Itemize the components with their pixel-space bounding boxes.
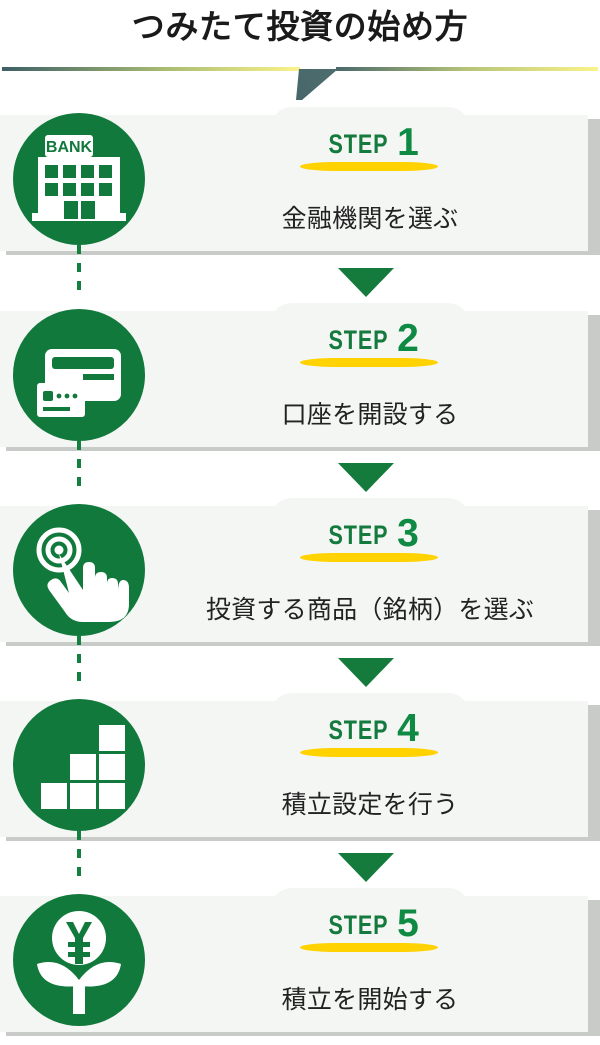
step-word: STEP bbox=[328, 520, 389, 550]
step-label-2: STEP 2 bbox=[270, 317, 470, 361]
step-connector-dash bbox=[77, 831, 81, 877]
step-description-3: 投資する商品（銘柄）を選ぶ bbox=[205, 596, 535, 624]
page-title: つみたて投資の始め方 bbox=[131, 8, 469, 45]
step-word: STEP bbox=[328, 325, 389, 355]
step-label-5: STEP 5 bbox=[270, 902, 470, 946]
tap-hand-icon bbox=[36, 527, 129, 622]
step-label-3: STEP 3 bbox=[270, 512, 470, 556]
bank-building-icon: BANK bbox=[32, 135, 126, 221]
step-underline bbox=[300, 358, 438, 367]
step-item-3[interactable]: STEP 3 投資する商品（銘柄）を選ぶ bbox=[0, 460, 600, 682]
step-number: 3 bbox=[397, 512, 419, 555]
gradient-divider bbox=[0, 56, 600, 102]
step-item-4[interactable]: STEP 4 積立設定を行う bbox=[0, 655, 600, 877]
step-connector-dash bbox=[77, 245, 81, 291]
step-description-2: 口座を開設する bbox=[281, 401, 459, 429]
step-arrow-icon bbox=[338, 463, 394, 492]
yen-sprout-icon bbox=[37, 911, 121, 1014]
step-icon-circle-3[interactable] bbox=[13, 504, 145, 636]
svg-text:BANK: BANK bbox=[46, 139, 93, 156]
step-arrow-icon bbox=[338, 853, 394, 882]
step-item-5[interactable]: STEP 5 積立を開始する bbox=[0, 850, 600, 1045]
step-underline bbox=[300, 162, 438, 171]
bar-chart-icon bbox=[41, 725, 125, 809]
step-label-4: STEP 4 bbox=[270, 707, 470, 751]
step-connector-dash bbox=[77, 636, 81, 682]
steps-list: STEP 1 金融機関を選ぶ BANK bbox=[0, 105, 600, 1045]
step-underline bbox=[300, 748, 438, 757]
step-description-4: 積立設定を行う bbox=[281, 791, 459, 819]
step-description-1: 金融機関を選ぶ bbox=[281, 205, 459, 233]
step-icon-circle-2[interactable] bbox=[13, 309, 145, 441]
step-underline bbox=[300, 943, 438, 952]
step-number: 1 bbox=[397, 121, 419, 164]
step-number: 4 bbox=[397, 707, 419, 750]
bankbook-card-icon bbox=[37, 349, 121, 417]
step-icon-circle-1[interactable]: BANK bbox=[13, 113, 145, 245]
step-icon-circle-5[interactable] bbox=[13, 894, 145, 1026]
step-description-5: 積立を開始する bbox=[281, 986, 459, 1014]
step-word: STEP bbox=[328, 715, 389, 745]
step-number: 2 bbox=[397, 317, 419, 360]
step-item-1[interactable]: STEP 1 金融機関を選ぶ BANK bbox=[0, 105, 600, 291]
step-connector-dash bbox=[77, 441, 81, 487]
step-underline bbox=[300, 553, 438, 562]
step-label-1: STEP 1 bbox=[270, 121, 470, 165]
step-number: 5 bbox=[397, 902, 419, 945]
step-word: STEP bbox=[328, 910, 389, 940]
step-arrow-icon bbox=[338, 658, 394, 687]
step-icon-circle-4[interactable] bbox=[13, 699, 145, 831]
step-item-2[interactable]: STEP 2 口座を開設する bbox=[0, 265, 600, 487]
step-word: STEP bbox=[328, 129, 389, 159]
step-arrow-icon bbox=[338, 268, 394, 297]
